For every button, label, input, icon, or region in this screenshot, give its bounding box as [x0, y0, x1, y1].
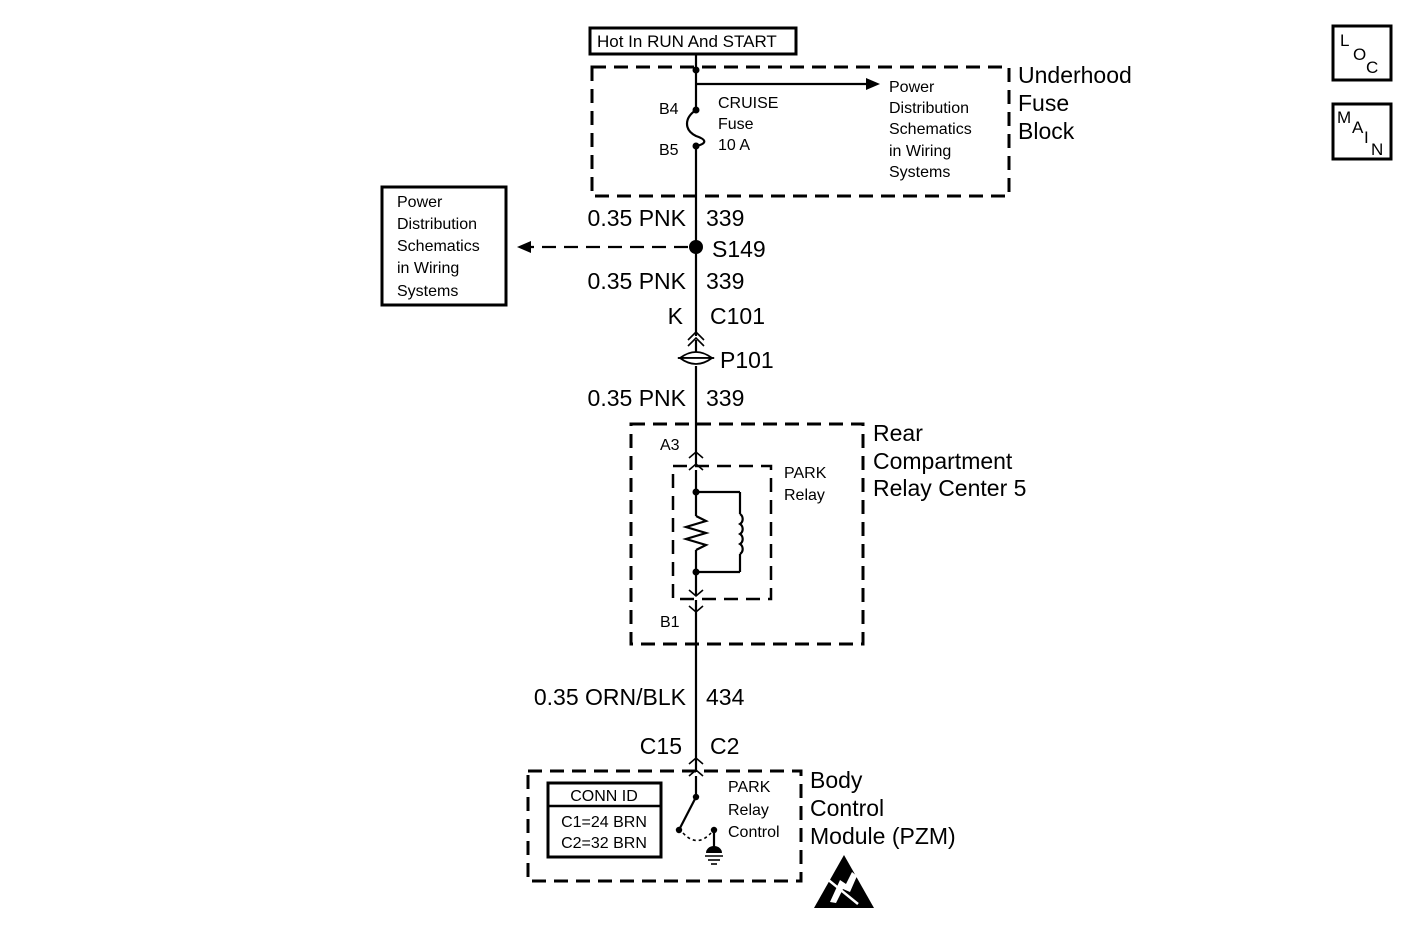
fuse-label-line3: 10 A: [718, 137, 750, 154]
conn-id-box: [546, 781, 663, 859]
underhood-ref-line3: Schematics: [889, 121, 972, 138]
relay-coil-icon: [738, 513, 744, 555]
wire2-gauge-color: 0.35 PNK: [588, 268, 687, 294]
fuse-label-line2: Fuse: [718, 116, 754, 133]
main-button-frame[interactable]: [1331, 102, 1393, 161]
c101-chevron-up-icon-2: [687, 336, 705, 347]
esd-triangle-icon: [814, 855, 874, 908]
feed-junction-dot: [692, 66, 700, 74]
bcm-control-line3: Control: [728, 824, 780, 841]
left-ref-line3: Schematics: [397, 238, 480, 255]
arrow-right-icon: [866, 78, 880, 90]
cruise-fuse-symbol: [685, 109, 706, 148]
c2-chevron-up-icon: [688, 756, 704, 765]
main-letter-i: I: [1364, 128, 1369, 147]
wire3-circuit: 339: [706, 385, 744, 411]
wire1-gauge-color: 0.35 PNK: [588, 205, 687, 231]
fuse-pin-b4: B4: [659, 101, 679, 118]
underhood-name-line1: Underhood: [1018, 62, 1132, 88]
fuse-label-line1: CRUISE: [718, 95, 778, 112]
bcm-connector-right: C2: [710, 733, 739, 759]
bcm-outline: [526, 769, 803, 883]
park-relay-label-line1: PARK: [784, 465, 827, 482]
bcm-control-line1: PARK: [728, 779, 771, 796]
bcm-name-line2: Control: [810, 795, 884, 821]
main-letter-a: A: [1352, 118, 1364, 137]
underhood-ref-line4: in Wiring: [889, 143, 951, 160]
underhood-ref-line2: Distribution: [889, 100, 969, 117]
switch-contact-dot: [675, 826, 683, 834]
rear-relay-center-outline: [629, 422, 865, 646]
wire3-gauge-color: 0.35 PNK: [588, 385, 687, 411]
esd-slash-icon: [825, 877, 859, 905]
relay-center-name-line3: Relay Center 5: [873, 475, 1026, 501]
main-button[interactable]: M A I N: [1331, 102, 1393, 161]
bcm-connector-left: C15: [640, 733, 682, 759]
conn-id-title: CONN ID: [570, 788, 638, 805]
main-letter-m: M: [1337, 108, 1351, 127]
relay-center-name-line2: Compartment: [873, 448, 1013, 474]
c101-chevron-up-icon: [687, 330, 705, 341]
relay-center-name-line1: Rear: [873, 420, 923, 446]
underhood-ref-line1: Power: [889, 79, 935, 96]
supply-label: Hot In RUN And START: [597, 32, 777, 51]
arrow-left-icon: [517, 241, 531, 253]
left-ref-line4: in Wiring: [397, 260, 459, 277]
left-ref-line2: Distribution: [397, 216, 477, 233]
underhood-name-line2: Fuse: [1018, 90, 1069, 116]
fuse-pin-b5: B5: [659, 142, 679, 159]
wire4-circuit: 434: [706, 684, 745, 710]
splice-s149-label: S149: [712, 236, 766, 262]
wire1-circuit: 339: [706, 205, 744, 231]
esd-warning-icon: [814, 855, 874, 908]
left-ref-line5: Systems: [397, 283, 458, 300]
loc-letter-o: O: [1353, 45, 1366, 64]
switch-link-dashed: [682, 832, 712, 842]
loc-button-frame[interactable]: [1331, 24, 1393, 82]
underhood-ref-line5: Systems: [889, 164, 950, 181]
bcm-name-line3: Module (PZM): [810, 823, 956, 849]
relay-top-chevron-icon: [688, 462, 704, 471]
underhood-fuse-block-outline: [590, 65, 1011, 198]
wire2-circuit: 339: [706, 268, 744, 294]
wire4-gauge-color: 0.35 ORN/BLK: [534, 684, 687, 710]
left-ref-box: [380, 185, 508, 307]
bcm-name-line1: Body: [810, 767, 863, 793]
park-relay-label-line2: Relay: [784, 487, 825, 504]
loc-letter-c: C: [1366, 58, 1378, 77]
conn-id-line2: C2=32 BRN: [561, 835, 647, 852]
conn-id-line1: C1=24 BRN: [561, 814, 647, 831]
park-relay-outline: [671, 464, 773, 601]
supply-label-box: [588, 26, 798, 56]
p101-lower-half: [677, 357, 715, 365]
relay-bottom-chevron-icon: [688, 589, 704, 598]
main-letter-n: N: [1371, 140, 1383, 159]
relay-pin-a3: A3: [660, 437, 680, 454]
p101-name: P101: [720, 347, 774, 373]
loc-button[interactable]: L O C: [1331, 24, 1393, 82]
resistor-icon: [682, 515, 710, 551]
left-ref-line1: Power: [397, 194, 443, 211]
switch-arm: [679, 796, 697, 829]
esd-hand-icon: [830, 872, 857, 903]
c101-pin: K: [668, 303, 684, 329]
underhood-name-line3: Block: [1018, 118, 1075, 144]
splice-s149-dot: [689, 240, 703, 254]
relay-pin-b1: B1: [660, 614, 680, 631]
loc-letter-l: L: [1340, 31, 1349, 50]
bcm-control-line2: Relay: [728, 802, 769, 819]
ground-icon: [706, 846, 722, 853]
c101-name: C101: [710, 303, 765, 329]
